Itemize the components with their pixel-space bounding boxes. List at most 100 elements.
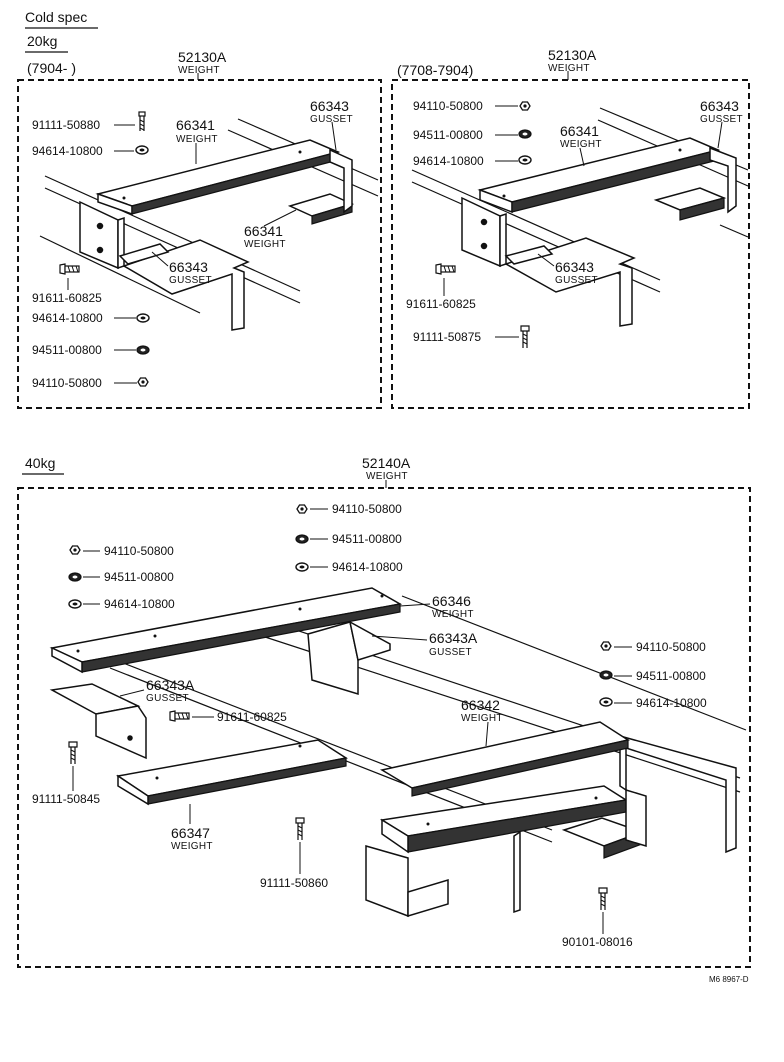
part-number: 94614-10800 [413, 154, 484, 168]
nut-icon [137, 377, 149, 387]
leader [119, 689, 145, 697]
flange-bolt-icon [169, 710, 190, 722]
part-number: 90101-08016 [562, 935, 633, 949]
callout-no: 66343A [429, 630, 478, 646]
weight-66342 [379, 721, 630, 797]
bolt-icon [598, 887, 608, 911]
part-number: 91111-50880 [32, 118, 100, 132]
leader [263, 209, 297, 227]
washer-icon [135, 145, 149, 155]
spring-washer-icon [599, 670, 613, 680]
part-number: 91611-60825 [406, 297, 476, 311]
callout-no: 66341 [244, 223, 283, 239]
assembly-no-left: 52130A [178, 49, 227, 65]
gusset-66343A-left [49, 683, 147, 760]
callout-name: GUSSET [555, 275, 598, 286]
callout-name: WEIGHT [244, 239, 286, 250]
part-number: 94110-50800 [636, 640, 706, 654]
spring-washer-icon [295, 534, 309, 544]
callout-no: 66341 [560, 123, 599, 139]
channel-bracket-right [461, 196, 636, 327]
leader [331, 121, 337, 151]
part-number: 91111-50875 [413, 330, 481, 344]
callout-name: GUSSET [146, 693, 189, 704]
bolt-icon [138, 111, 146, 132]
channel-bracket-left [79, 200, 250, 331]
leader [399, 603, 431, 607]
callout-name: WEIGHT [461, 713, 503, 724]
weight-66347 [116, 739, 348, 806]
cold-spec-label: Cold spec [25, 9, 87, 25]
washer-icon [295, 562, 309, 572]
part-number: 94614-10800 [636, 696, 707, 710]
gusset-66343A-right [307, 620, 391, 696]
part-number: 91111-50845 [32, 792, 100, 806]
callout-no: 66343 [169, 259, 208, 275]
box-20kg-left [17, 79, 382, 409]
washer-icon [518, 155, 532, 165]
callout-name: GUSSET [310, 114, 353, 125]
part-number: 94110-50800 [332, 502, 402, 516]
spec-20kg-label: 20kg [27, 33, 57, 49]
bolt-icon [520, 325, 530, 349]
callout-name: GUSSET [429, 647, 472, 658]
weight-plate-right [477, 137, 721, 214]
weight-lower-right [653, 187, 727, 221]
spring-washer-icon [68, 572, 82, 582]
date-range-left: (7904- ) [27, 60, 76, 76]
bolt-icon [68, 741, 78, 765]
callout-no: 66341 [176, 117, 215, 133]
part-number: 94110-50800 [413, 99, 483, 113]
weight-lower-left [287, 193, 355, 225]
part-number: 94110-50800 [104, 544, 174, 558]
assembly-no-40kg: 52140A [362, 455, 411, 471]
part-number: 94614-10800 [332, 560, 403, 574]
callout-no: 66343A [146, 677, 195, 693]
part-number: 91111-50860 [260, 876, 328, 890]
assembly-name-left: WEIGHT [178, 65, 220, 76]
callout-no: 66346 [432, 593, 471, 609]
part-number: 94614-10800 [32, 311, 103, 325]
callout-name: GUSSET [169, 275, 212, 286]
assembly-no-right: 52130A [548, 47, 597, 63]
bolt-icon [295, 817, 305, 841]
leader [151, 251, 169, 267]
leader [579, 147, 585, 167]
assembly-name-right: WEIGHT [548, 63, 590, 74]
leader [371, 635, 428, 641]
drawing-code: M6 8967-D [709, 975, 749, 984]
washer-icon [599, 697, 613, 707]
washer-icon [136, 313, 150, 323]
callout-no: 66343 [555, 259, 594, 275]
weight-66346 [49, 587, 403, 674]
date-range-right: (7708-7904) [397, 62, 473, 78]
part-number: 94511-00800 [332, 532, 402, 546]
callout-name: WEIGHT [560, 139, 602, 150]
assembly-name-40kg: WEIGHT [366, 471, 408, 482]
leader [717, 121, 723, 149]
part-number: 94511-00800 [104, 570, 174, 584]
part-number: 91611-60825 [32, 291, 102, 305]
spring-washer-icon [518, 129, 532, 139]
spec-40kg-label: 40kg [25, 455, 55, 471]
callout-name: WEIGHT [171, 841, 213, 852]
flange-bolt-icon [435, 263, 456, 275]
weight-plate-left [95, 139, 341, 216]
spring-washer-icon [136, 345, 150, 355]
part-number: 94511-00800 [636, 669, 706, 683]
nut-icon [600, 641, 612, 651]
nut-icon [69, 545, 81, 555]
gusset-left [118, 148, 353, 265]
lower-weight-assembly [365, 785, 647, 918]
callout-no: 66347 [171, 825, 210, 841]
box-40kg [17, 487, 751, 968]
callout-no: 66343 [700, 98, 739, 114]
callout-no: 66342 [461, 697, 500, 713]
washer-icon [68, 599, 82, 609]
flange-bolt-icon [59, 263, 80, 275]
leader [485, 721, 489, 747]
nut-icon [296, 504, 308, 514]
part-number: 94614-10800 [32, 144, 103, 158]
